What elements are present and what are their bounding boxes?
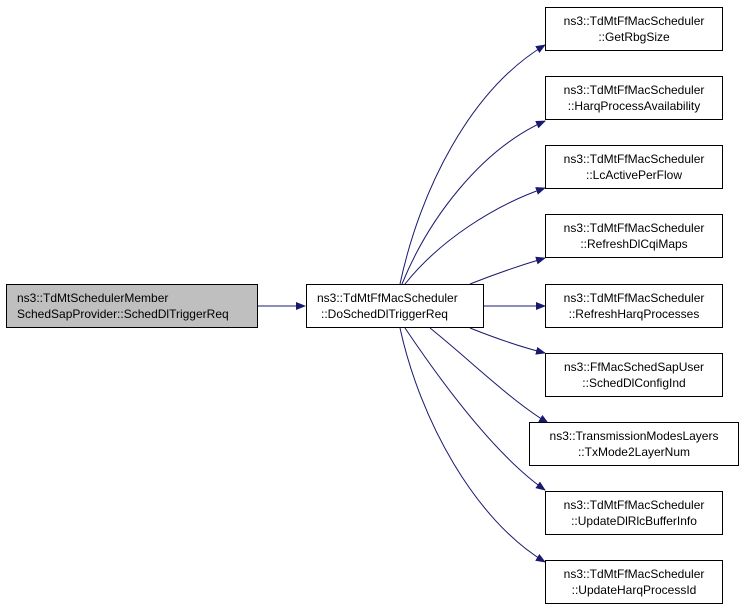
callee-node-update-dl-rlc-buffer-info[interactable]: ns3::TdMtFfMacScheduler ::UpdateDlRlcBuf… <box>545 491 723 535</box>
callee-node-sched-dl-config-ind[interactable]: ns3::FfMacSchedSapUser ::SchedDlConfigIn… <box>545 353 723 397</box>
center-node[interactable]: ns3::TdMtFfMacScheduler ::DoSchedDlTrigg… <box>306 284 484 328</box>
callee-line1: ns3::TdMtFfMacScheduler <box>563 14 705 28</box>
edge-center-to-callee-3 <box>404 187 546 285</box>
edge-center-to-callee-4 <box>469 256 546 285</box>
edge-center-to-callee-6 <box>469 327 546 355</box>
callee-line2: ::UpdateDlRlcBufferInfo <box>571 514 697 528</box>
edge-center-to-callee-8 <box>404 327 546 491</box>
callee-line2: ::RefreshDlCqiMaps <box>580 237 688 251</box>
root-node-line2: SchedSapProvider::SchedDlTriggerReq <box>17 307 229 321</box>
root-node-line1: ns3::TdMtSchedulerMember <box>17 291 169 305</box>
callee-line1: ns3::TdMtFfMacScheduler <box>563 498 705 512</box>
callee-line2: ::LcActivePerFlow <box>585 168 683 182</box>
edge-center-to-callee-1 <box>399 44 546 285</box>
callee-node-refresh-dl-cqi-maps[interactable]: ns3::TdMtFfMacScheduler ::RefreshDlCqiMa… <box>545 214 723 258</box>
callee-line1: ns3::TdMtFfMacScheduler <box>563 291 705 305</box>
callee-node-update-harq-process-id[interactable]: ns3::TdMtFfMacScheduler ::UpdateHarqProc… <box>545 560 723 604</box>
callee-line1: ns3::TdMtFfMacScheduler <box>563 567 705 581</box>
callee-line2: ::UpdateHarqProcessId <box>571 583 697 597</box>
callee-line1: ns3::FfMacSchedSapUser <box>563 360 705 374</box>
center-node-line2: ::DoSchedDlTriggerReq <box>321 307 448 321</box>
callee-line2: ::RefreshHarqProcesses <box>568 307 700 321</box>
callee-line2: ::TxMode2LayerNum <box>577 445 691 459</box>
edge-center-to-callee-7 <box>429 327 549 424</box>
callee-node-harq-process-availability[interactable]: ns3::TdMtFfMacScheduler ::HarqProcessAva… <box>545 76 723 120</box>
callee-line1: ns3::TdMtFfMacScheduler <box>563 152 705 166</box>
center-node-line1: ns3::TdMtFfMacScheduler <box>317 291 458 305</box>
callee-line2: ::SchedDlConfigInd <box>582 376 686 390</box>
callee-node-get-rbg-size[interactable]: ns3::TdMtFfMacScheduler ::GetRbgSize <box>545 7 723 51</box>
callee-line1: ns3::TransmissionModesLayers <box>549 429 719 443</box>
callee-line2: ::HarqProcessAvailability <box>567 99 701 113</box>
callee-node-refresh-harq-processes[interactable]: ns3::TdMtFfMacScheduler ::RefreshHarqPro… <box>545 284 723 328</box>
edge-center-to-callee-9 <box>399 327 546 563</box>
callee-node-tx-mode2-layer-num[interactable]: ns3::TransmissionModesLayers ::TxMode2La… <box>529 422 739 466</box>
root-node[interactable]: ns3::TdMtSchedulerMember SchedSapProvide… <box>6 284 258 328</box>
edge-center-to-callee-2 <box>401 120 546 285</box>
callee-line1: ns3::TdMtFfMacScheduler <box>563 221 705 235</box>
callee-node-lc-active-per-flow[interactable]: ns3::TdMtFfMacScheduler ::LcActivePerFlo… <box>545 145 723 189</box>
callee-line2: ::GetRbgSize <box>598 30 670 44</box>
callee-line1: ns3::TdMtFfMacScheduler <box>563 83 705 97</box>
